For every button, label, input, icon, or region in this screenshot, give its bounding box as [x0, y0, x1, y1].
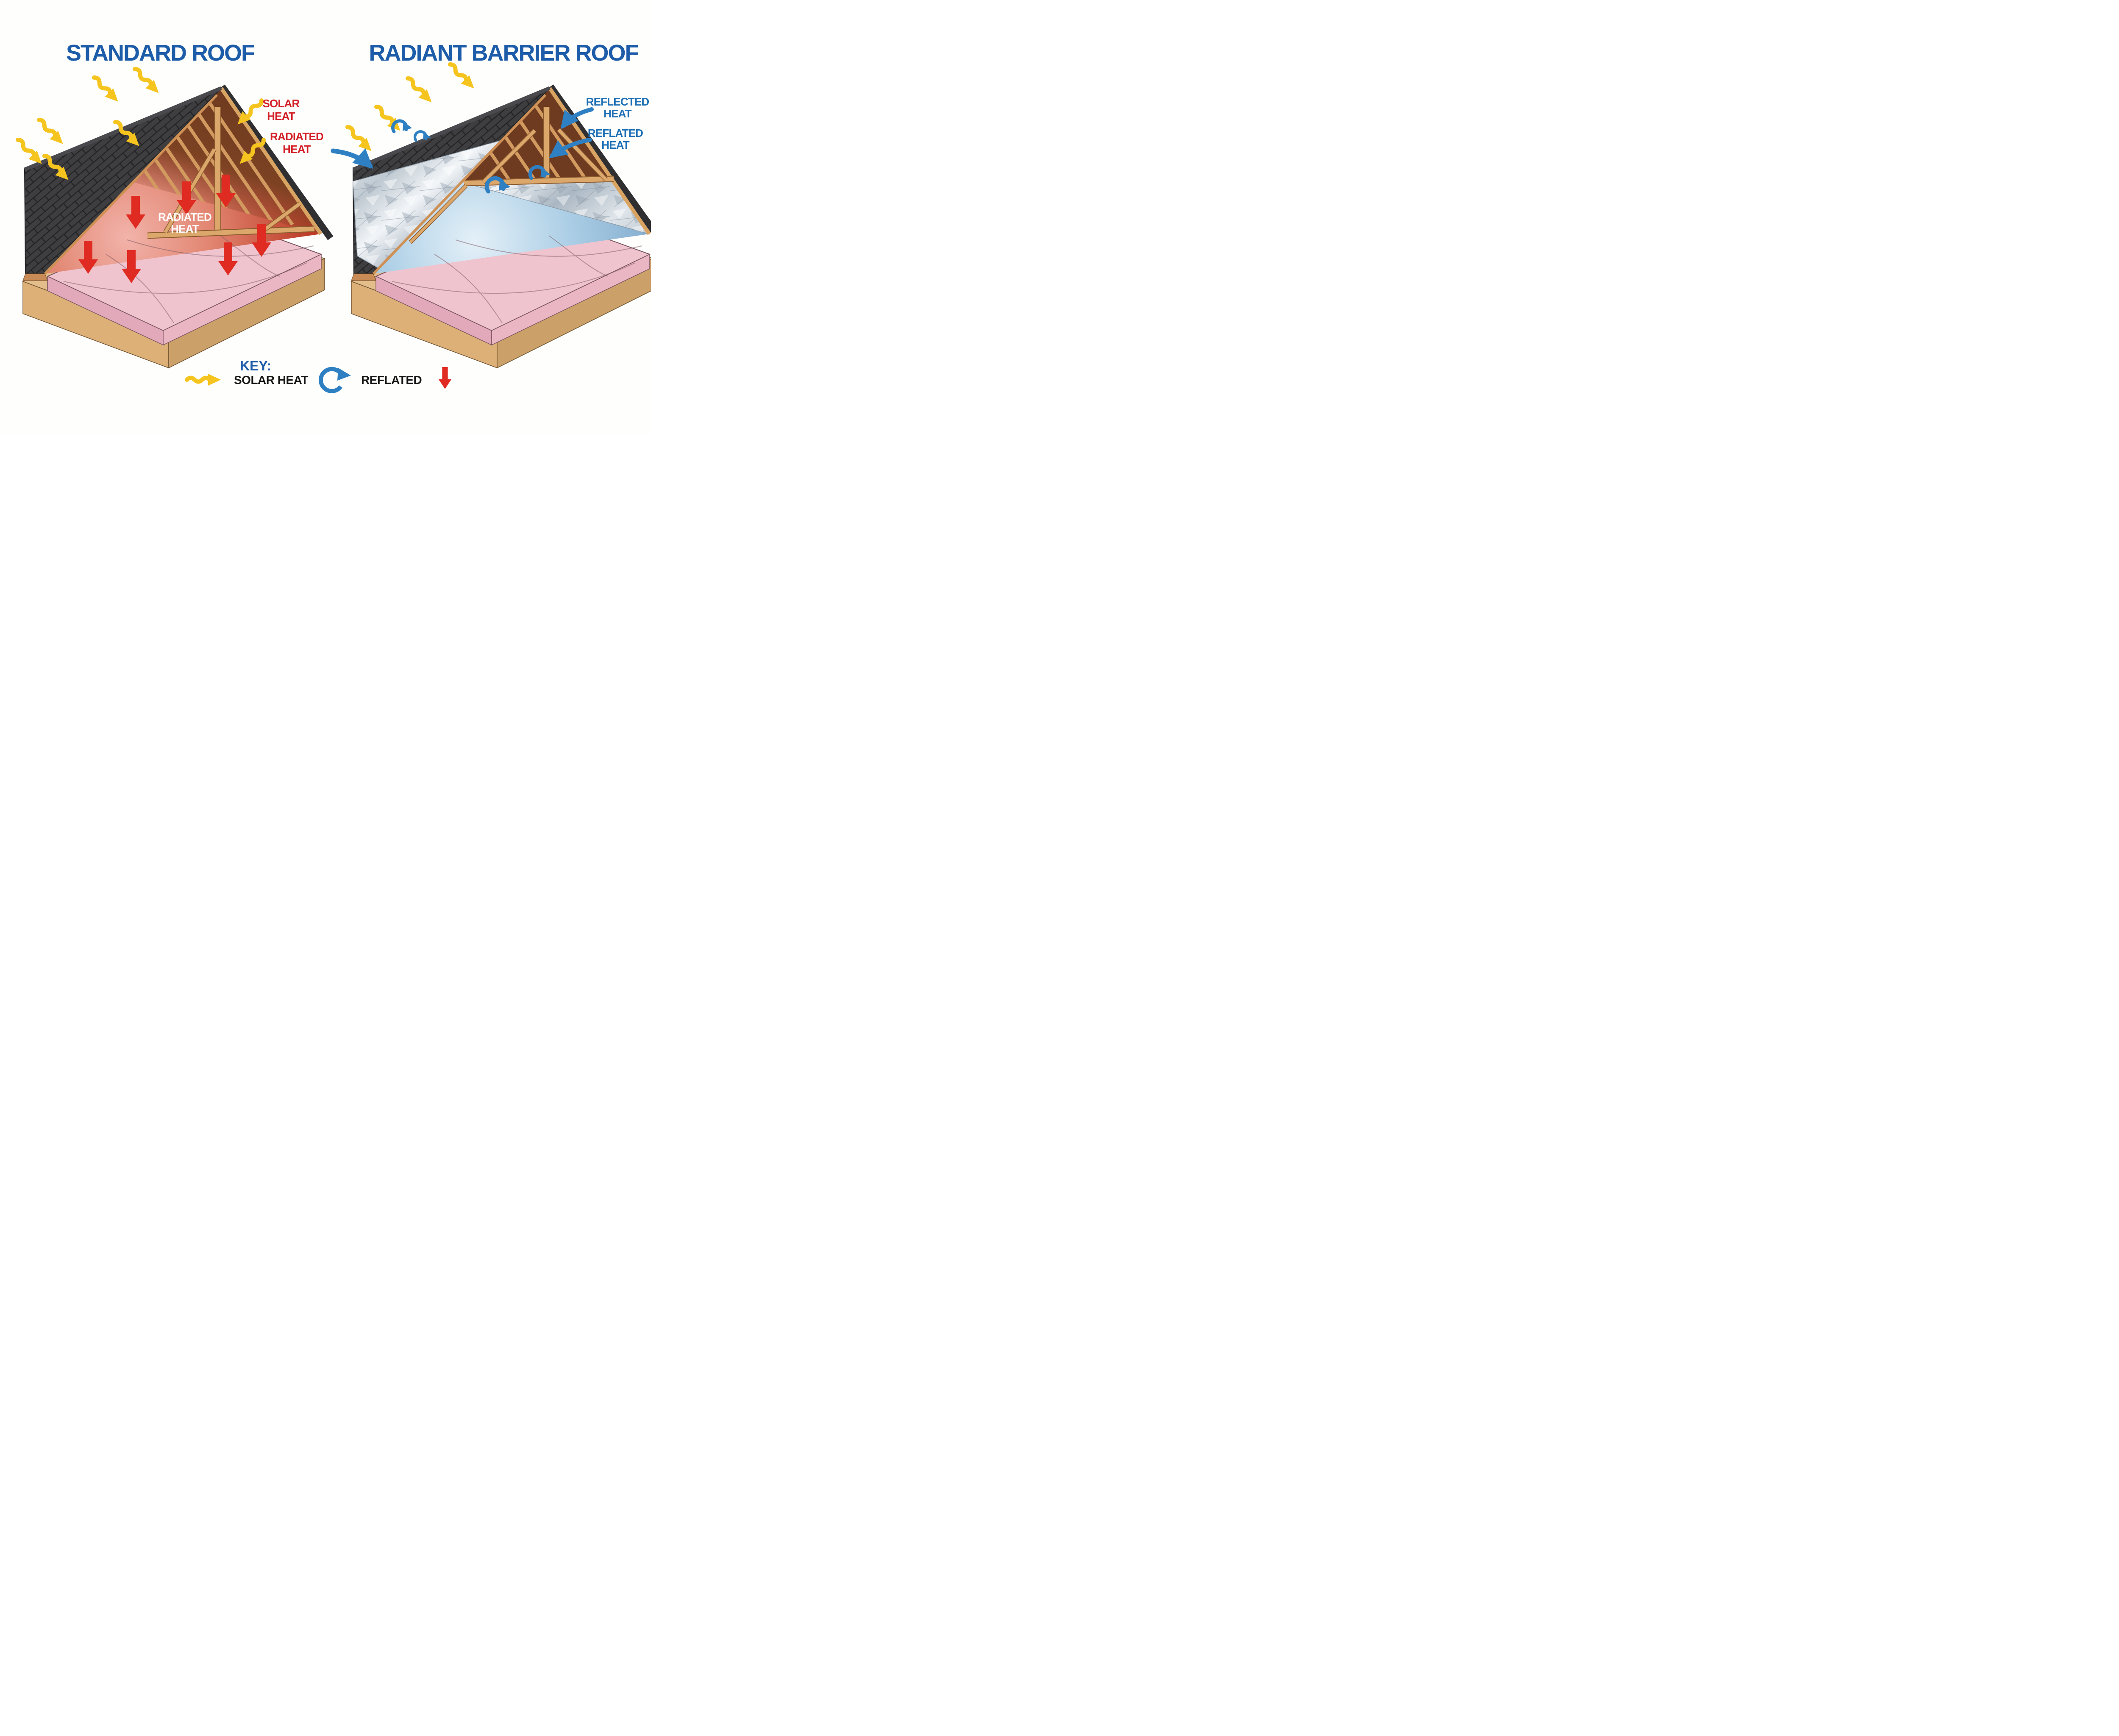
solar-heat-wavy-arrow-icon	[187, 374, 221, 386]
left-insulation-seams	[63, 235, 314, 323]
key-item-solar-heat: SOLAR HEAT	[187, 373, 309, 387]
left-interior-radiated-label-line1: RADIATED	[158, 211, 211, 223]
left-radiated-heat-label-line2: HEAT	[283, 143, 311, 156]
reflected-swoosh-arrow-icon	[331, 148, 373, 169]
right-title: RADIANT BARRIER ROOF	[369, 40, 639, 66]
left-house-illustration: STANDARD ROOF SOLAR HEAT RADIATED HEAT R…	[14, 40, 334, 369]
right-cut-edge-trim	[372, 94, 547, 275]
left-solar-heat-label-line2: HEAT	[267, 110, 295, 122]
radiated-down-arrow-icon	[438, 367, 452, 389]
right-reflated-heat-label-line2: HEAT	[601, 139, 630, 151]
left-title: STANDARD ROOF	[66, 40, 255, 66]
key-item-label: SOLAR HEAT	[234, 373, 308, 387]
right-rafters	[487, 103, 612, 180]
right-ridge-cap	[352, 86, 551, 172]
right-exterior-foil-barrier	[353, 140, 501, 268]
left-solar-heat-label-line1: SOLAR	[262, 97, 300, 110]
solar-wavy-arrow-icon	[35, 116, 67, 148]
left-eave-board	[22, 273, 48, 281]
solar-wavy-arrow-icon	[131, 65, 163, 97]
solar-wavy-arrow-icon	[372, 103, 404, 135]
right-eave-board	[351, 273, 376, 281]
right-shingle-roof	[351, 86, 551, 281]
reflated-circular-arrow-icon	[318, 367, 351, 393]
page-root: STANDARD ROOF SOLAR HEAT RADIATED HEAT R…	[0, 0, 651, 434]
left-radiated-heat-label-line1: RADIATED	[270, 130, 323, 143]
diagram-svg: STANDARD ROOF SOLAR HEAT RADIATED HEAT R…	[0, 40, 651, 393]
right-reflect-arrows	[331, 107, 594, 192]
right-reflated-heat-label-line1: REFLATED	[588, 127, 643, 139]
solar-wavy-arrow-icon	[403, 74, 436, 106]
right-attic-roof-underside	[462, 88, 612, 180]
left-interior-radiated-label-line2: HEAT	[171, 223, 199, 235]
solar-wavy-arrow-icon	[14, 136, 46, 168]
reflated-label-arrow-icon	[549, 138, 592, 159]
key-heading: KEY:	[240, 358, 271, 373]
right-insulation-seams	[392, 235, 642, 323]
right-reflected-heat-label-line2: HEAT	[603, 107, 632, 120]
key-legend: KEY: SOLAR HEAT REFLATED	[187, 358, 452, 393]
reflected-label-arrow-icon	[560, 107, 594, 129]
right-house-illustration: RADIANT BARRIER ROOF REFLECTED HEAT REFL…	[331, 40, 651, 369]
key-item-label: REFLATED	[361, 373, 422, 387]
solar-wavy-arrow-icon	[343, 123, 375, 155]
right-reflected-heat-label-line1: REFLECTED	[586, 95, 649, 108]
solar-wavy-arrow-icon	[90, 73, 122, 106]
left-cut-edge-trim	[44, 94, 218, 275]
key-item-reflated: REFLATED	[318, 367, 422, 393]
key-item-radiated	[438, 367, 452, 389]
